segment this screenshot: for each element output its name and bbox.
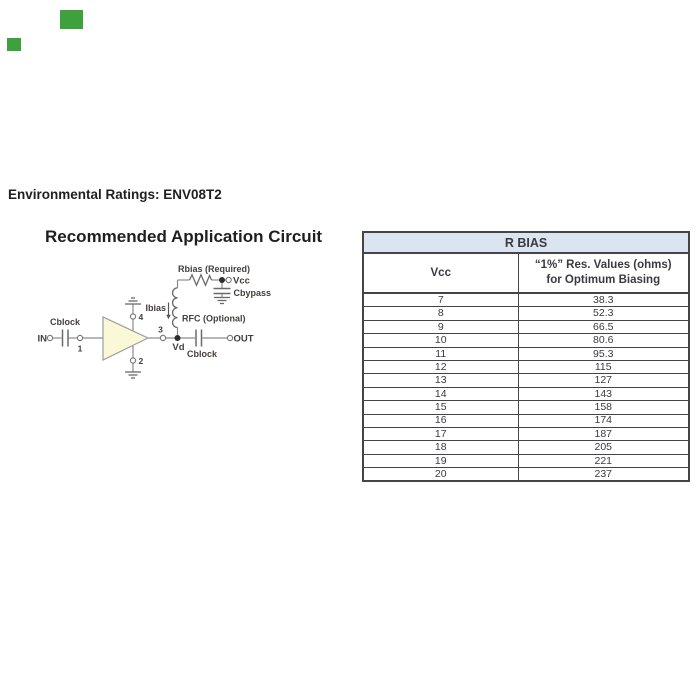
pin4-label: 4: [139, 312, 144, 322]
cbypass-label: Cbypass: [234, 288, 272, 298]
vcc-cell: 10: [362, 333, 519, 348]
res-cell: 80.6: [517, 333, 690, 348]
ground-icon-cbypass: [214, 296, 230, 305]
rfc-label: RFC (Optional): [182, 314, 246, 324]
application-circuit-diagram: IN Cblock 1 4 2 3 Vd Ibias RFC (Optional…: [38, 264, 272, 379]
vcc-cell: 7: [362, 292, 519, 308]
terminal-circles: [46, 276, 234, 364]
vcc-cell: 14: [362, 386, 519, 402]
rfc-inductor-icon: [171, 287, 178, 329]
cblock-input-label: Cblock: [50, 317, 81, 327]
page-title: Recommended Application Circuit: [45, 227, 323, 246]
cblock-output-label: Cblock: [187, 349, 218, 359]
res-cell: 174: [517, 413, 690, 428]
ibias-label: Ibias: [145, 303, 166, 313]
environmental-ratings-label: Environmental Ratings: ENV08T2: [8, 187, 222, 202]
res-cell: 115: [517, 359, 690, 375]
res-cell: 52.3: [517, 306, 690, 321]
column-header-res: “1%” Res. Values (ohms) for Optimum Bias…: [517, 252, 690, 294]
vd-label: Vd: [172, 342, 184, 353]
pin1-label: 1: [78, 344, 83, 354]
column-header-res-line1: “1%” Res. Values (ohms): [534, 259, 672, 272]
res-cell: 66.5: [517, 319, 690, 335]
res-cell: 221: [517, 453, 690, 469]
pin3-label: 3: [158, 325, 163, 335]
vcc-cell: 13: [362, 373, 519, 388]
table-title: R BIAS: [362, 231, 690, 254]
ground-icon-top: [125, 297, 141, 305]
green-square-marker-large: [60, 10, 83, 29]
table-title-row: R BIAS: [362, 231, 690, 254]
pin2-label: 2: [139, 356, 144, 366]
rbias-label: Rbias (Required): [178, 264, 250, 274]
res-cell: 237: [517, 467, 690, 482]
vcc-cell: 20: [362, 467, 519, 482]
in-label: IN: [38, 334, 48, 345]
res-cell: 95.3: [517, 346, 690, 361]
table-header-row: Vcc “1%” Res. Values (ohms) for Optimum …: [362, 252, 690, 294]
column-header-res-line2: for Optimum Biasing: [546, 274, 661, 286]
amplifier-triangle-icon: [102, 316, 150, 361]
rbias-resistor-icon: [188, 273, 213, 287]
vcc-cell: 19: [362, 453, 519, 469]
vcc-cell: 17: [362, 426, 519, 442]
vcc-cell: 11: [362, 346, 519, 361]
vcc-cell: 8: [362, 306, 519, 321]
vcc-cell: 15: [362, 400, 519, 415]
vcc-cell: 16: [362, 413, 519, 428]
out-label: OUT: [234, 334, 254, 345]
res-cell: 205: [517, 440, 690, 455]
vd-node-dot: [174, 335, 181, 341]
green-square-marker-small: [7, 38, 21, 51]
res-cell: 127: [517, 373, 690, 388]
ibias-arrow-icon: [166, 302, 171, 320]
vcc-cell: 12: [362, 359, 519, 375]
vcc-cell: 18: [362, 440, 519, 455]
column-header-vcc: Vcc: [362, 252, 519, 294]
res-cell: 38.3: [517, 292, 690, 308]
res-cell: 143: [517, 386, 690, 402]
vcc-node-dot: [219, 277, 225, 283]
ground-icon-bottom: [125, 371, 141, 379]
vcc-cell: 9: [362, 319, 519, 335]
cblock-output-capacitor-icon: [195, 329, 203, 347]
res-cell: 158: [517, 400, 690, 415]
cbypass-capacitor-icon: [213, 287, 231, 295]
cblock-input-capacitor-icon: [61, 329, 69, 347]
rbias-table: R BIAS Vcc “1%” Res. Values (ohms) for O…: [362, 231, 690, 483]
vcc-label: Vcc: [233, 276, 250, 287]
res-cell: 187: [517, 426, 690, 442]
